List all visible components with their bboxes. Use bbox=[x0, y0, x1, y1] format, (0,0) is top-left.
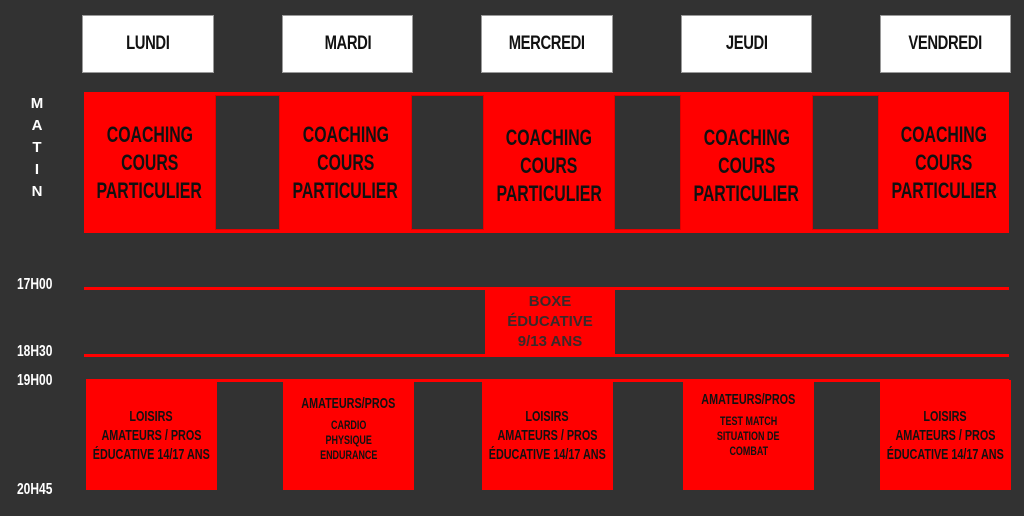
slot-line: TEST MATCH bbox=[719, 416, 778, 428]
time-label-1830: 18H30 bbox=[17, 343, 53, 360]
slot-line: PARTICULIER bbox=[292, 177, 399, 203]
slot-line: PARTICULIER bbox=[496, 180, 602, 206]
morning-slot-vendredi: COACHING COURS PARTICULIER bbox=[879, 92, 1009, 233]
day-header-jeudi: JEUDI bbox=[681, 15, 812, 73]
slot-line: BOXE bbox=[528, 292, 572, 310]
evening-slot-lundi: LOISIRS AMATEURS / PROS ÉDUCATIVE 14/17 … bbox=[86, 380, 217, 490]
morning-gap bbox=[215, 95, 280, 230]
day-label: MERCREDI bbox=[509, 33, 585, 54]
slot-line: CARDIO bbox=[330, 420, 367, 432]
matin-label: M A T I N bbox=[27, 93, 47, 203]
day-label: JEUDI bbox=[725, 33, 768, 54]
morning-slot-jeudi: COACHING COURS PARTICULIER bbox=[681, 95, 812, 236]
matin-letter: A bbox=[31, 117, 43, 134]
slot-line: LOISIRS bbox=[129, 407, 174, 425]
morning-slot-mardi: COACHING COURS PARTICULIER bbox=[280, 92, 411, 233]
matin-letter: N bbox=[31, 183, 43, 200]
slot-line: PARTICULIER bbox=[693, 180, 800, 206]
evening-gap bbox=[217, 382, 283, 492]
slot-title: AMATEURS/PROS bbox=[701, 391, 796, 408]
slot-line: ÉDUCATIVE 14/17 ANS bbox=[488, 445, 607, 463]
morning-slot-lundi: COACHING COURS PARTICULIER bbox=[84, 92, 215, 233]
matin-letter: T bbox=[32, 139, 42, 156]
morning-gap bbox=[812, 95, 879, 230]
slot-line: LOISIRS bbox=[923, 407, 968, 425]
slot-line: AMATEURS / PROS bbox=[895, 426, 996, 444]
slot-title: AMATEURS/PROS bbox=[301, 395, 396, 412]
day-header-mercredi: MERCREDI bbox=[481, 15, 613, 73]
time-label-2045: 20H45 bbox=[17, 481, 53, 498]
time-label-1900: 19H00 bbox=[17, 372, 53, 389]
day-label: LUNDI bbox=[126, 33, 170, 54]
slot-line: COACHING bbox=[302, 121, 389, 147]
slot-line: AMATEURS / PROS bbox=[101, 426, 202, 444]
matin-letter: M bbox=[30, 95, 44, 112]
evening-slot-jeudi: AMATEURS/PROS TEST MATCH SITUATION DE CO… bbox=[683, 380, 814, 490]
day-label: MARDI bbox=[324, 33, 371, 54]
slot-line: ÉDUCATIVE bbox=[507, 312, 593, 330]
evening-gap bbox=[814, 382, 880, 492]
day-label: VENDREDI bbox=[908, 33, 983, 54]
morning-gap bbox=[411, 95, 484, 230]
slot-line: COURS bbox=[316, 149, 375, 175]
evening-slot-mercredi: LOISIRS AMATEURS / PROS ÉDUCATIVE 14/17 … bbox=[482, 380, 613, 490]
slot-line: SITUATION DE bbox=[717, 431, 780, 443]
morning-slot-mercredi: COACHING COURS PARTICULIER bbox=[484, 95, 614, 236]
slot-line: LOISIRS bbox=[525, 407, 570, 425]
slot-line: COACHING bbox=[106, 121, 193, 147]
slot-line: COACHING bbox=[900, 121, 988, 147]
slot-line: COURS bbox=[120, 149, 179, 175]
slot-line: ÉDUCATIVE 14/17 ANS bbox=[886, 445, 1005, 463]
slot-line: COURS bbox=[915, 149, 973, 175]
slot-line: COACHING bbox=[703, 124, 790, 150]
evening-slot-vendredi: LOISIRS AMATEURS / PROS ÉDUCATIVE 14/17 … bbox=[880, 380, 1011, 490]
evening-gap bbox=[414, 382, 482, 492]
slot-line: COMBAT bbox=[729, 446, 768, 458]
morning-gap bbox=[614, 95, 681, 230]
slot-line: ENDURANCE bbox=[319, 450, 378, 462]
slot-line: PARTICULIER bbox=[96, 177, 203, 203]
day-header-lundi: LUNDI bbox=[82, 15, 214, 73]
slot-line: 9/13 ANS bbox=[517, 332, 583, 350]
day-header-vendredi: VENDREDI bbox=[880, 15, 1011, 73]
time-label-1700: 17H00 bbox=[17, 276, 53, 293]
slot-line: AMATEURS / PROS bbox=[497, 426, 598, 444]
day-header-mardi: MARDI bbox=[282, 15, 413, 73]
evening-gap bbox=[613, 382, 683, 492]
slot-line: PHYSIQUE bbox=[325, 435, 372, 447]
evening-slot-mardi: AMATEURS/PROS CARDIO PHYSIQUE ENDURANCE bbox=[283, 380, 414, 490]
slot-line: COURS bbox=[717, 152, 776, 178]
slot-line: PARTICULIER bbox=[891, 177, 997, 203]
slot-line: COACHING bbox=[505, 124, 593, 150]
slot-line: ÉDUCATIVE 14/17 ANS bbox=[92, 445, 211, 463]
afternoon-slot-mercredi: BOXE ÉDUCATIVE 9/13 ANS bbox=[485, 287, 615, 356]
slot-line: COURS bbox=[520, 152, 578, 178]
matin-letter: I bbox=[34, 161, 40, 178]
